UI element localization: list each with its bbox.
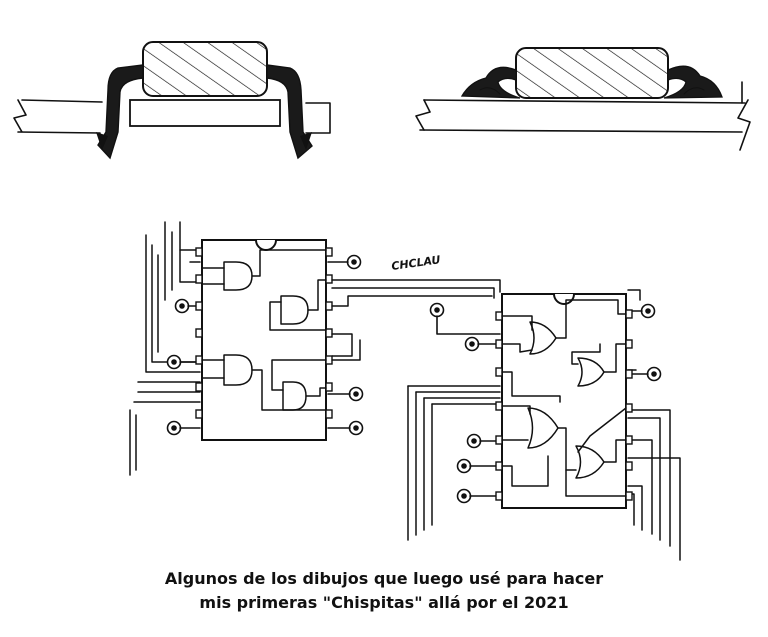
artist-signature: CHCLAU [391, 253, 442, 273]
component-sketch-right [415, 47, 751, 151]
signature-text: CHCLAU [391, 253, 442, 273]
ic-chip-right [407, 289, 681, 561]
caption-line-1: Algunos de los dibujos que luego usé par… [164, 569, 604, 588]
component-sketch-left [13, 41, 331, 160]
ic-chip-left [129, 221, 501, 476]
caption-line-2: mis primeras "Chispitas" allá por el 202… [199, 593, 569, 612]
